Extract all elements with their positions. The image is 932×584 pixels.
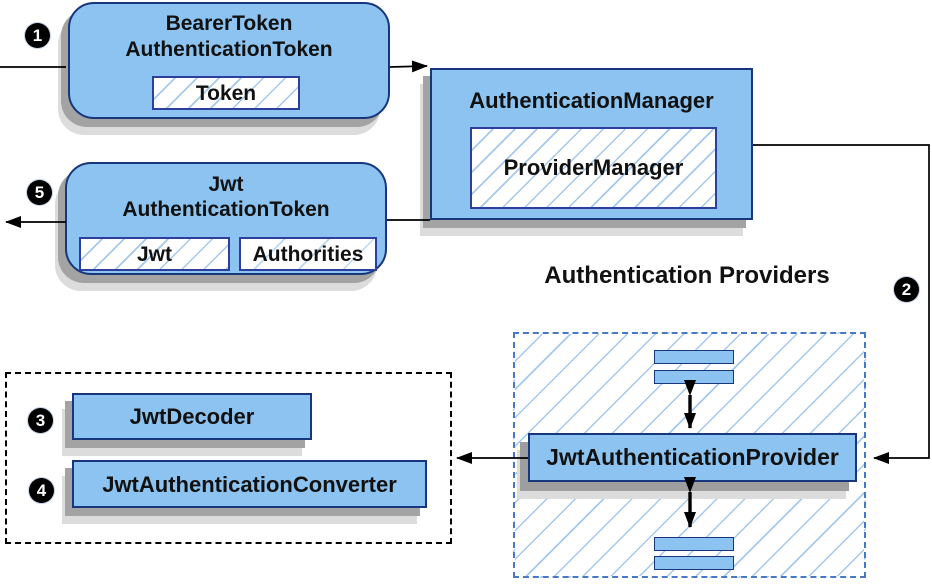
step-5-badge: 5: [27, 180, 52, 205]
provider-stub-bar: [654, 537, 734, 551]
token-field: Token: [152, 76, 300, 110]
jwt-authentication-converter-node: JwtAuthenticationConverter: [72, 460, 427, 508]
providers-group-heading: Authentication Providers: [537, 262, 837, 289]
step-4-badge: 4: [29, 478, 54, 503]
provider-stub-bar: [654, 370, 734, 384]
authentication-manager-title: AuthenticationManager: [469, 88, 714, 113]
jwt-authentication-converter-label: JwtAuthenticationConverter: [102, 472, 397, 497]
jwt-decoder-label: JwtDecoder: [129, 404, 255, 429]
step-1-badge: 1: [25, 23, 50, 48]
providers-heading-line1: Authentication: [544, 262, 713, 289]
jwt-token-title-line2: AuthenticationToken: [122, 198, 330, 221]
bearer-token-title-line1: BearerToken: [165, 12, 293, 35]
provider-stub-bar: [654, 350, 734, 364]
provider-manager-field: ProviderManager: [470, 127, 717, 209]
providers-heading-line2: Providers: [718, 262, 830, 289]
jwt-field: Jwt: [79, 237, 230, 271]
jwt-token-title-line1: Jwt: [208, 173, 244, 196]
jwt-authentication-provider-node: JwtAuthenticationProvider: [528, 433, 857, 482]
bearer-token-title-line2: AuthenticationToken: [125, 38, 333, 61]
provider-stub-bar: [654, 556, 734, 570]
authentication-manager-node: AuthenticationManager ProviderManager: [430, 68, 753, 220]
jwt-authentication-token-node: Jwt AuthenticationToken Jwt Authorities: [65, 162, 387, 275]
jwt-decoder-node: JwtDecoder: [72, 393, 312, 440]
step-3-badge: 3: [28, 408, 53, 433]
jwt-authentication-provider-label: JwtAuthenticationProvider: [546, 444, 839, 470]
step-2-badge: 2: [894, 277, 919, 302]
authorities-field: Authorities: [239, 237, 377, 271]
bearer-token-node: BearerToken AuthenticationToken Token: [68, 2, 390, 119]
arrow-bearer-to-authmanager: [389, 60, 428, 73]
